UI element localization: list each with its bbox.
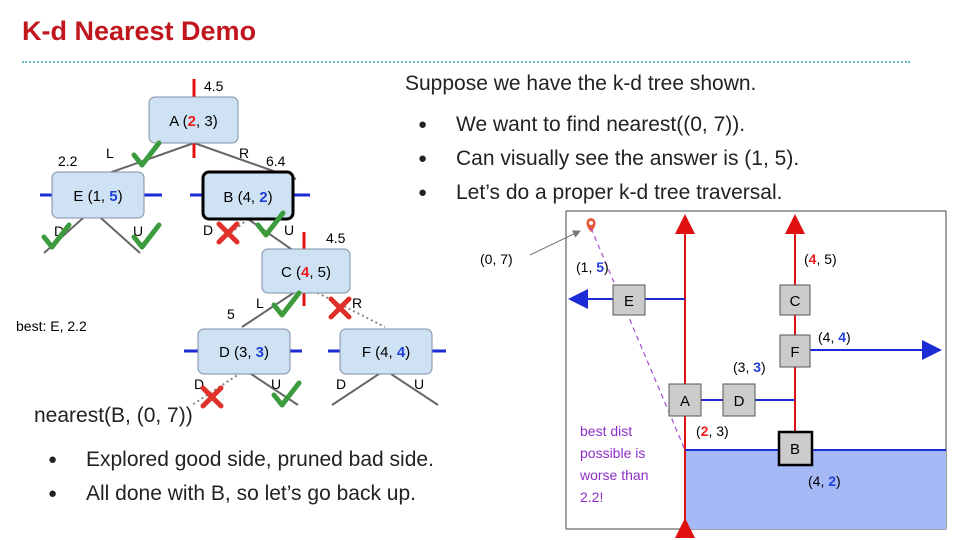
svg-text:C (4, 5): C (4, 5): [281, 264, 331, 281]
tree-node-f: F (4, 4): [339, 328, 433, 375]
intro-bullets: We want to find nearest((0, 7)). Can vis…: [418, 108, 799, 210]
edge-label-e-up: U: [133, 223, 143, 239]
coord-label-c: (4, 5): [804, 251, 837, 267]
bullet-item: Let’s do a proper k-d tree traversal.: [418, 176, 799, 210]
tree-node-c: C (4, 5): [261, 248, 351, 294]
call-label: nearest(B, (0, 7)): [34, 404, 193, 427]
svg-text:E: E: [624, 293, 634, 310]
pruned-region: [685, 450, 946, 529]
pruning-note: best dist possible is worse than 2.2!: [579, 423, 648, 505]
coord-label-f: (4, 4): [818, 329, 851, 345]
svg-text:C: C: [790, 293, 801, 310]
plot-point-e: E: [612, 284, 646, 316]
best-so-far-label: best: E, 2.2: [16, 318, 87, 334]
svg-text:possible is: possible is: [580, 445, 645, 461]
edge-label-c-left: L: [256, 295, 264, 311]
slide-title: K-d Nearest Demo: [22, 16, 257, 46]
tree-node-a: A (2, 3): [148, 96, 239, 144]
tree-node-d: D (3, 3): [197, 328, 291, 375]
svg-text:E (1, 5): E (1, 5): [73, 188, 122, 205]
plot-point-c: C: [779, 284, 811, 316]
bullet-item: Can visually see the answer is (1, 5).: [418, 142, 799, 176]
edge-label-e-down: D: [54, 223, 64, 239]
edge-label-b-up: U: [284, 222, 294, 238]
coord-label-b: (4, 2): [808, 473, 841, 489]
svg-text:A (2, 3): A (2, 3): [169, 113, 217, 130]
dist-b: 6.4: [266, 153, 286, 169]
coord-label-e: (1, 5): [576, 259, 609, 275]
explanation-bullets: Explored good side, pruned bad side. All…: [48, 443, 434, 511]
edge-label-f-down: D: [336, 376, 346, 392]
svg-text:B (4, 2): B (4, 2): [223, 189, 272, 206]
svg-text:D: D: [734, 393, 745, 410]
edge-label-a-right: R: [239, 145, 249, 161]
edge-label-a-left: L: [106, 145, 114, 161]
coord-label-d: (3, 3): [733, 359, 766, 375]
svg-text:A: A: [680, 393, 690, 410]
svg-text:best dist: best dist: [580, 423, 632, 439]
dist-a: 4.5: [204, 78, 224, 94]
svg-text:F (4, 4): F (4, 4): [362, 344, 410, 361]
plot-point-d: D: [722, 383, 756, 417]
bullet-item: All done with B, so let’s go back up.: [48, 477, 434, 511]
coord-label-a: (2, 3): [696, 423, 729, 439]
location-pin-icon: [586, 218, 596, 232]
edge-label-b-down: D: [203, 222, 213, 238]
bullet-item: Explored good side, pruned bad side.: [48, 443, 434, 477]
query-label: (0, 7): [480, 251, 513, 267]
intro-text: Suppose we have the k-d tree shown.: [405, 72, 757, 95]
svg-text:F: F: [790, 344, 799, 361]
dist-d: 5: [227, 306, 235, 322]
plot-point-b: B: [777, 430, 814, 467]
tree-node-e: E (1, 5): [51, 171, 145, 219]
query-pointer: [529, 230, 581, 256]
svg-text:D (3, 3): D (3, 3): [219, 344, 269, 361]
tree-node-b: B (4, 2): [201, 170, 295, 221]
edge-label-d-up: U: [271, 376, 281, 392]
bullet-item: We want to find nearest((0, 7)).: [418, 108, 799, 142]
edge-label-c-right: R: [352, 295, 362, 311]
dist-c: 4.5: [326, 230, 346, 246]
title-divider: [22, 61, 910, 63]
edge-label-f-up: U: [414, 376, 424, 392]
svg-text:B: B: [790, 441, 800, 458]
plot-point-f: F: [779, 334, 811, 368]
svg-text:2.2!: 2.2!: [580, 489, 603, 505]
dist-e: 2.2: [58, 153, 78, 169]
svg-text:worse than: worse than: [579, 467, 648, 483]
plot-point-a: A: [668, 383, 702, 417]
edge-label-d-down: D: [194, 376, 204, 392]
